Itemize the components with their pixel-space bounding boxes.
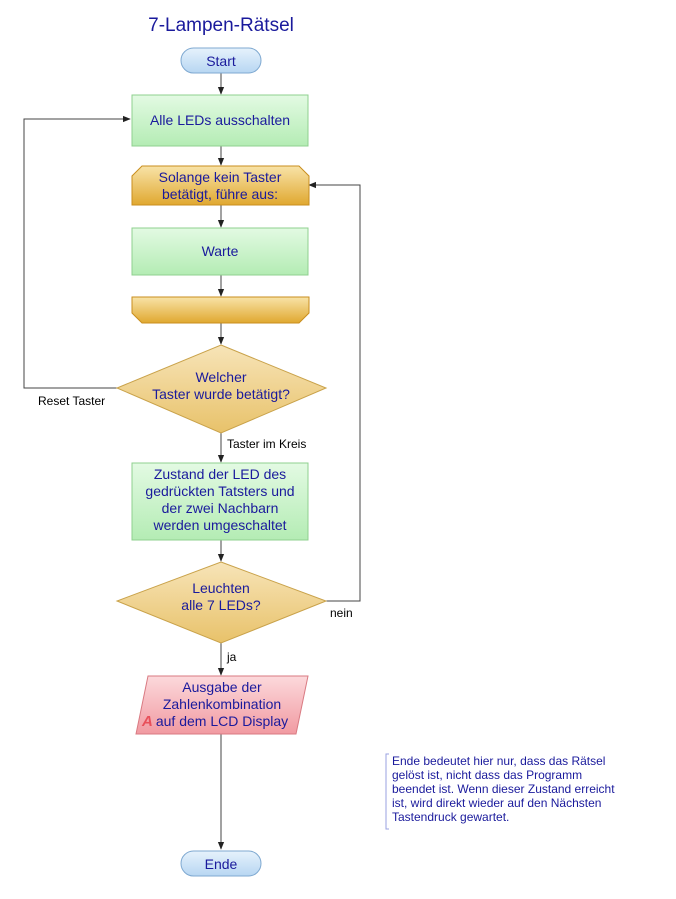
loop-end — [131, 296, 310, 324]
diagram-title: 7-Lampen-Rätsel — [148, 15, 294, 36]
edge-decision1-reset-loop — [23, 115, 131, 389]
loop-start: Solange kein Taster betätigt, führe aus: — [131, 165, 310, 206]
edge-label-reset: Reset Taster — [38, 394, 105, 408]
loop-start-line1: Solange kein Taster — [159, 169, 282, 185]
process-leds-off-label: Alle LEDs ausschalten — [150, 112, 290, 128]
process-toggle-line4: werden umgeschaltet — [152, 517, 286, 533]
decision-all-leds-line2: alle 7 LEDs? — [181, 597, 261, 613]
comment-line5: Tastendruck gewartet. — [392, 810, 509, 824]
process-toggle-leds: Zustand der LED des gedrückten Tatsters … — [131, 462, 309, 541]
comment-note: Ende bedeutet hier nur, dass das Rätsel … — [385, 753, 615, 830]
comment-line3: beendet ist. Wenn dieser Zustand erreich… — [392, 782, 615, 796]
process-leds-off: Alle LEDs ausschalten — [131, 94, 309, 147]
edge-label-yes: ja — [226, 650, 237, 664]
decision-which-button-line2: Taster wurde betätigt? — [152, 386, 290, 402]
loop-start-line2: betätigt, führe aus: — [162, 186, 278, 202]
edge-label-circle: Taster im Kreis — [227, 437, 306, 451]
process-wait: Warte — [131, 227, 309, 276]
process-wait-label: Warte — [202, 243, 239, 259]
edge-decision2-no-loop — [308, 181, 361, 602]
decision-all-leds-on: Leuchten alle 7 LEDs? — [115, 561, 328, 644]
process-toggle-line2: gedrückten Tatsters und — [145, 483, 294, 499]
comment-line1: Ende bedeutet hier nur, dass das Rätsel — [392, 754, 605, 768]
decision-which-button-line1: Welcher — [195, 369, 246, 385]
start-node: Start — [180, 47, 262, 74]
decision-which-button: Welcher Taster wurde betätigt? — [115, 344, 328, 434]
end-node: Ende — [180, 850, 262, 877]
start-label: Start — [206, 53, 236, 69]
output-combination: A Ausgabe der Zahlenkombination auf dem … — [135, 675, 309, 735]
comment-bracket — [385, 753, 389, 830]
output-line3: auf dem LCD Display — [156, 713, 288, 729]
edge-label-no: nein — [330, 606, 353, 620]
process-toggle-line1: Zustand der LED des — [154, 466, 286, 482]
output-line1: Ausgabe der — [182, 679, 262, 695]
decision-all-leds-line1: Leuchten — [192, 580, 250, 596]
output-line2: Zahlenkombination — [163, 696, 281, 712]
comment-line4: ist, wird direkt wieder auf den Nächsten — [392, 796, 601, 810]
process-toggle-line3: der zwei Nachbarn — [162, 500, 279, 516]
end-label: Ende — [205, 856, 238, 872]
comment-line2: gelöst ist, nicht dass das Programm — [392, 768, 582, 782]
output-marker: A — [141, 713, 153, 730]
